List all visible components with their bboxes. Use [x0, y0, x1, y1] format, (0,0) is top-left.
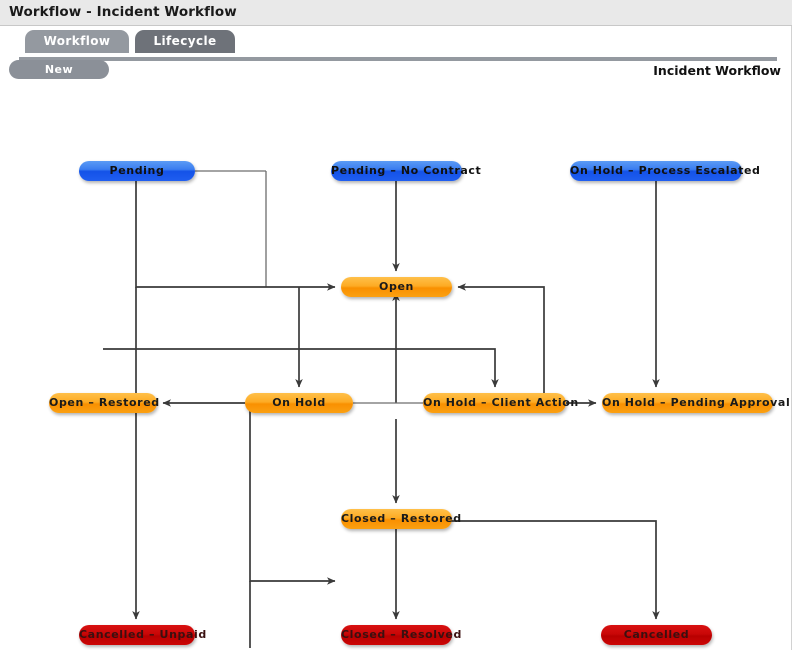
- workflow-node-cancelled_unpaid[interactable]: Cancelled – Unpaid: [79, 625, 206, 645]
- edge-closed_restored-to-cancelled: [396, 520, 660, 620]
- edge-pending-to-open: [135, 181, 336, 291]
- window-body: Workflow Lifecycle New Incident Workflow: [0, 26, 792, 650]
- workflow-node-on_hold_approval[interactable]: On Hold – Pending Approval: [602, 393, 790, 413]
- workflow-node-closed_restored[interactable]: Closed – Restored: [341, 509, 461, 529]
- window-titlebar: Workflow - Incident Workflow: [0, 0, 792, 26]
- workflow-node-closed_resolved[interactable]: Closed – Resolved: [341, 625, 461, 645]
- edge-on_hold_client-to-open: [457, 283, 545, 403]
- window-title: Workflow - Incident Workflow: [9, 4, 237, 20]
- tab-underline: [19, 57, 777, 61]
- workflow-node-pending_no_contract[interactable]: Pending – No Contract: [331, 161, 481, 181]
- workflow-node-cancelled[interactable]: Cancelled: [601, 625, 712, 645]
- edge-open_restored-to-closed_restored: [249, 403, 336, 585]
- workflow-node-on_hold_escalated[interactable]: On Hold – Process Escalated: [570, 161, 760, 181]
- edge-layer: [103, 170, 660, 648]
- tab-lifecycle[interactable]: Lifecycle: [135, 30, 235, 53]
- tabstrip: Workflow Lifecycle: [1, 30, 792, 61]
- workflow-node-pending[interactable]: Pending: [79, 161, 195, 181]
- workflow-canvas: Pending Pending – No Contract On Hold – Pr…: [1, 88, 791, 648]
- workflow-node-on_hold[interactable]: On Hold: [245, 393, 353, 413]
- workflow-node-open[interactable]: Open: [341, 277, 452, 297]
- toolbar: New: [1, 60, 792, 86]
- edge-group: [103, 170, 660, 648]
- page-title: Incident Workflow: [653, 63, 781, 78]
- new-button[interactable]: New: [9, 60, 109, 79]
- edge-open_restored-to-closed_resolved: [249, 581, 251, 648]
- workflow-node-open_restored[interactable]: Open – Restored: [49, 393, 159, 413]
- tab-workflow[interactable]: Workflow: [25, 30, 129, 53]
- edge-open_restored-to-on_hold_client: [103, 348, 499, 388]
- workflow-node-on_hold_client[interactable]: On Hold – Client Action: [423, 393, 578, 413]
